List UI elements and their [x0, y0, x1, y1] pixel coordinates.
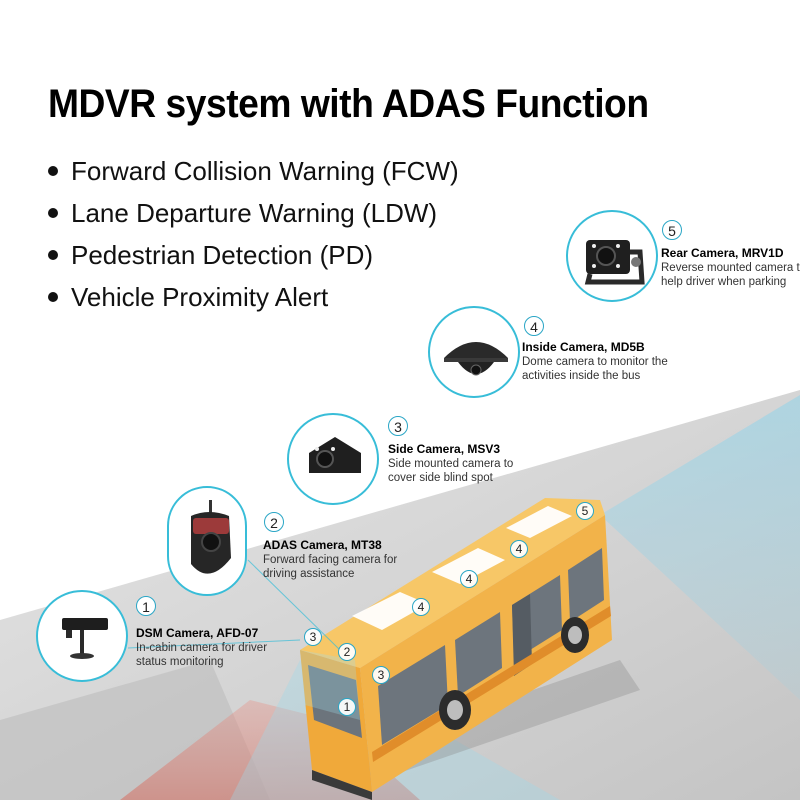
- bus-marker: 4: [412, 598, 430, 616]
- feature-item: Pedestrian Detection (PD): [48, 234, 459, 276]
- camera-name: DSM Camera, AFD-07: [136, 626, 259, 640]
- side-camera-icon: [309, 437, 361, 473]
- camera-number-badge: 3: [388, 416, 408, 436]
- page-title: MDVR system with ADAS Function: [48, 82, 649, 126]
- side-camera-image: [287, 413, 379, 505]
- feature-item: Vehicle Proximity Alert: [48, 276, 459, 318]
- bus-marker: 4: [510, 540, 528, 558]
- camera-name: ADAS Camera, MT38: [263, 538, 382, 552]
- dsm-camera-icon: [62, 618, 108, 659]
- feature-item: Lane Departure Warning (LDW): [48, 192, 459, 234]
- rear-camera-icon: [584, 240, 645, 285]
- rear-coverage-beam: [600, 395, 800, 700]
- bus-marker: 3: [304, 628, 322, 646]
- feature-item: Forward Collision Warning (FCW): [48, 150, 459, 192]
- camera-number-badge: 1: [136, 596, 156, 616]
- bus-marker: 3: [372, 666, 390, 684]
- dome-camera-caption: Inside Camera, MD5B Dome camera to monit…: [522, 340, 670, 383]
- bus-illustration: [300, 498, 640, 800]
- camera-name: Side Camera, MSV3: [388, 442, 501, 456]
- feature-list: Forward Collision Warning (FCW) Lane Dep…: [48, 150, 459, 318]
- camera-number-badge: 2: [264, 512, 284, 532]
- bus-marker: 2: [338, 643, 356, 661]
- dome-camera-icon: [444, 342, 508, 376]
- camera-description: Forward facing camera for driving assist…: [263, 554, 398, 580]
- camera-description: Side mounted camera to cover side blind …: [388, 458, 514, 484]
- camera-description: In-cabin camera for driver status monito…: [136, 642, 268, 668]
- dsm-camera-image: [36, 590, 128, 682]
- rear-camera-caption: Rear Camera, MRV1D Reverse mounted camer…: [661, 246, 800, 289]
- adas-camera-image: [167, 486, 247, 596]
- bullet-icon: [48, 208, 58, 219]
- bullet-icon: [48, 292, 58, 303]
- bus-marker: 4: [460, 570, 478, 588]
- side-camera-caption: Side Camera, MSV3 Side mounted camera to…: [388, 442, 536, 485]
- adas-camera-caption: ADAS Camera, MT38 Forward facing camera …: [263, 538, 411, 581]
- camera-name: Inside Camera, MD5B: [522, 340, 645, 354]
- bus-marker: 5: [576, 502, 594, 520]
- dsm-camera-caption: DSM Camera, AFD-07 In-cabin camera for d…: [136, 626, 284, 669]
- adas-camera-icon: [191, 500, 231, 574]
- camera-number-badge: 5: [662, 220, 682, 240]
- callout-lines: [127, 559, 341, 651]
- camera-number-badge: 4: [524, 316, 544, 336]
- camera-description: Dome camera to monitor the activities in…: [522, 356, 668, 382]
- bullet-icon: [48, 250, 58, 261]
- camera-description: Reverse mounted camera to help driver wh…: [661, 262, 800, 288]
- camera-name: Rear Camera, MRV1D: [661, 246, 784, 260]
- rear-camera-image: [566, 210, 658, 302]
- bus-marker: 1: [338, 698, 356, 716]
- dome-camera-image: [428, 306, 520, 398]
- bullet-icon: [48, 166, 58, 177]
